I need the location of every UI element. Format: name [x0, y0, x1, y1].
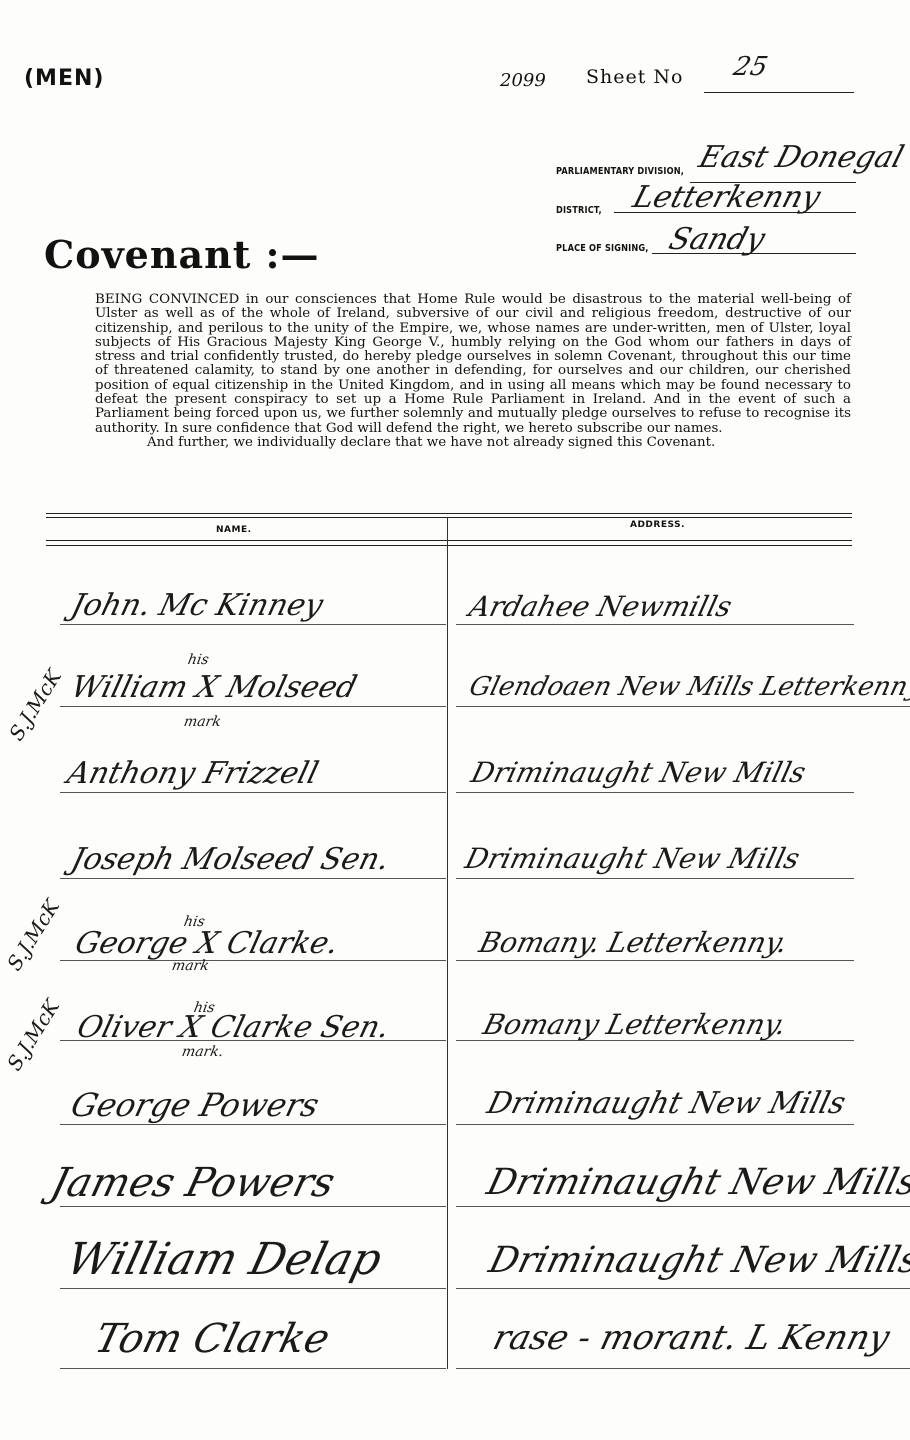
row-line: [456, 960, 854, 961]
row-line: [60, 792, 446, 793]
place-line: [652, 253, 856, 254]
row-line: [456, 1206, 910, 1207]
mark-word: mark: [170, 958, 211, 974]
mark-word: mark: [182, 714, 223, 730]
signer-name: George Powers: [67, 1086, 323, 1124]
signer-name: Joseph Molseed Sen.: [67, 842, 393, 877]
table-header-rule-2: [46, 545, 852, 546]
signer-address: Driminaught New Mills: [483, 1086, 850, 1121]
signer-name: William X Molseed: [67, 670, 361, 705]
signer-name: Oliver X Clarke Sen.: [73, 1010, 394, 1045]
row-line: [60, 1368, 446, 1369]
row-line: [60, 1288, 446, 1289]
table-header-rule: [46, 540, 852, 541]
sheet-number-line: [704, 92, 854, 93]
name-column-header: NAME.: [216, 525, 252, 535]
division-line: [690, 182, 856, 183]
witness-initials: S.J.McK: [2, 895, 65, 975]
signer-name: William Delap: [61, 1234, 387, 1285]
signer-address: Bomany Letterkenny.: [479, 1008, 790, 1041]
row-line: [456, 878, 854, 879]
place-value: Sandy: [664, 222, 769, 257]
mark-his: his: [186, 652, 211, 668]
covenant-title: Covenant :—: [44, 232, 320, 277]
form-label: (MEN): [24, 66, 105, 91]
row-line: [60, 878, 446, 879]
signer-address: Driminaught New Mills: [482, 1162, 910, 1203]
covenant-paragraph: BEING CONVINCED in our consciences that …: [95, 292, 851, 436]
signer-address: Ardahee Newmills: [465, 590, 736, 623]
address-column-header: ADDRESS.: [630, 520, 685, 530]
row-line: [456, 792, 854, 793]
mark-word: mark.: [180, 1044, 225, 1060]
place-label: PLACE OF SIGNING,: [556, 243, 649, 254]
witness-initials: S.J.McK: [2, 995, 65, 1075]
signer-name: John. Mc Kinney: [67, 588, 327, 623]
signer-address: Bomany. Letterkenny.: [475, 926, 791, 959]
table-top-rule-2: [46, 517, 852, 518]
row-line: [60, 1206, 446, 1207]
row-line: [60, 960, 446, 961]
division-value: East Donegal: [694, 140, 908, 175]
signer-address: Driminaught New Mills: [484, 1240, 910, 1281]
district-label: DISTRICT,: [556, 205, 602, 216]
row-line: [60, 706, 446, 707]
signer-name: James Powers: [46, 1160, 340, 1206]
signer-address: Glendoaen New Mills Letterkenny: [466, 672, 910, 702]
row-line: [456, 1124, 854, 1125]
signer-address: Driminaught New Mills: [461, 842, 804, 875]
signer-name: Anthony Frizzell: [63, 756, 322, 791]
row-line: [456, 706, 910, 707]
district-value: Letterkenny: [628, 180, 825, 215]
witness-initials: S.J.McK: [4, 665, 67, 745]
signer-address: rase - morant. L Kenny: [489, 1318, 894, 1358]
table-top-rule: [46, 513, 852, 514]
covenant-declaration: And further, we individually declare tha…: [147, 434, 716, 450]
signer-name: Tom Clarke: [90, 1316, 335, 1362]
signer-address: Driminaught New Mills: [467, 756, 810, 789]
sheet-number: 25: [730, 52, 771, 82]
row-line: [456, 1368, 910, 1369]
row-line: [60, 624, 446, 625]
covenant-text: BEING CONVINCED in our consciences that …: [95, 292, 851, 450]
column-divider: [447, 517, 448, 1369]
district-line: [614, 212, 856, 213]
row-line: [456, 624, 854, 625]
serial-number: 2099: [500, 70, 546, 91]
row-line: [60, 1040, 446, 1041]
division-label: PARLIAMENTARY DIVISION,: [556, 166, 685, 177]
row-line: [456, 1288, 910, 1289]
signer-name: George X Clarke.: [71, 926, 343, 961]
row-line: [60, 1124, 446, 1125]
sheet-label: Sheet No: [586, 66, 684, 88]
row-line: [456, 1040, 854, 1041]
